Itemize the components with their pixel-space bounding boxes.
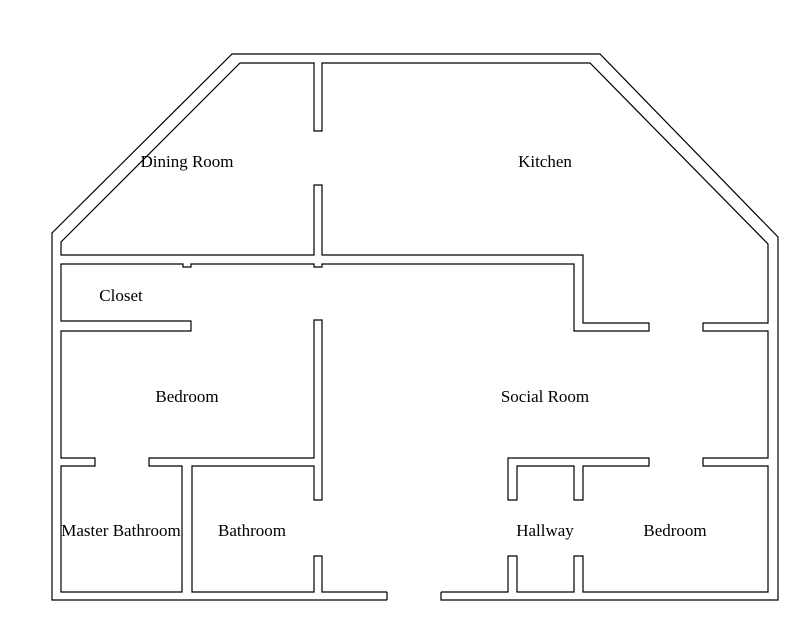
room-label-social-room: Social Room <box>501 387 589 406</box>
room-label-master-bathroom: Master Bathroom <box>61 521 180 540</box>
room-label-bedroom-left: Bedroom <box>155 387 218 406</box>
room-label-bedroom-right: Bedroom <box>643 521 706 540</box>
room-label-hallway: Hallway <box>516 521 574 540</box>
room-label-dining-room: Dining Room <box>140 152 233 171</box>
room-label-kitchen: Kitchen <box>518 152 572 171</box>
outer-wall-outer-line <box>51 53 779 601</box>
room-label-closet: Closet <box>99 286 143 305</box>
hallway-partition <box>507 457 650 501</box>
outer-wall-inner-left <box>60 62 769 593</box>
room-label-bathroom: Bathroom <box>218 521 286 540</box>
